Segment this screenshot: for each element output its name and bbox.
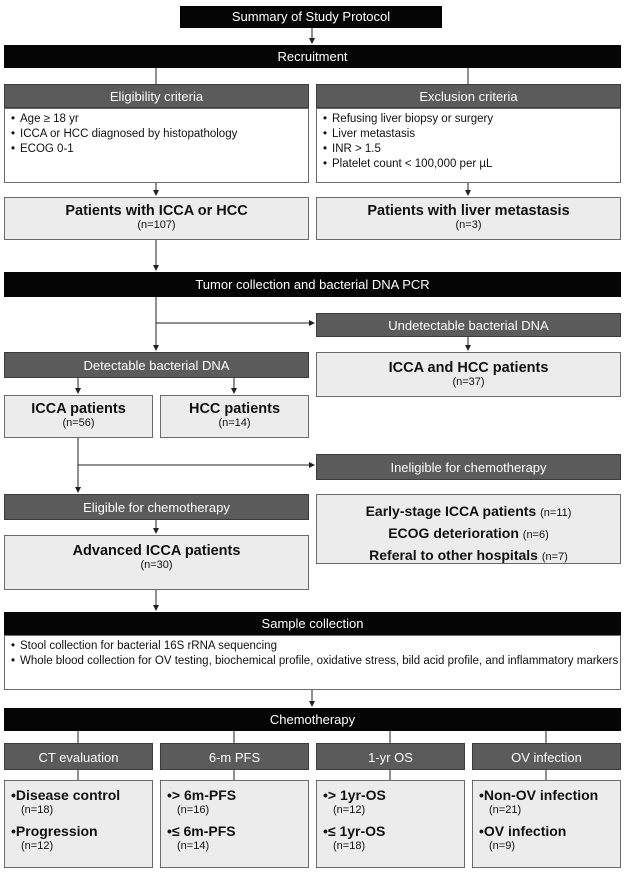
outcome-box-ct: Disease control (n=18) Progression (n=12… — [4, 780, 153, 868]
outcome-header-os: 1-yr OS — [316, 743, 465, 770]
exclusion-item: Platelet count < 100,000 per µL — [323, 157, 620, 172]
outcome-item-label: Disease control — [11, 787, 152, 803]
icca-patients-count: (n=56) — [62, 417, 95, 429]
exclusion-item: Refusing liver biopsy or surgery — [323, 112, 620, 127]
outcome-item-count: (n=12) — [21, 840, 54, 852]
patients-metastasis-box: Patients with liver metastasis (n=3) — [316, 197, 621, 240]
outcome-header-label: 6-m PFS — [208, 750, 261, 765]
hcc-patients-label: HCC patients — [188, 401, 281, 417]
outcome-item-label: Non-OV infection — [479, 787, 620, 803]
eligibility-item: Age ≥ 18 yr — [11, 112, 308, 127]
ineligible-item: Referal to other hospitals (n=7) — [317, 545, 620, 567]
eligible-header-label: Eligible for chemotherapy — [83, 500, 230, 515]
undetectable-label: ICCA and HCC patients — [388, 360, 549, 376]
tumor-collection-label: Tumor collection and bacterial DNA PCR — [195, 277, 430, 292]
ineligible-box: Early-stage ICCA patients (n=11) ECOG de… — [316, 494, 621, 564]
patients-icca-hcc-box: Patients with ICCA or HCC (n=107) — [4, 197, 309, 240]
patients-icca-hcc-label: Patients with ICCA or HCC — [65, 203, 248, 219]
patients-metastasis-count: (n=3) — [455, 219, 482, 231]
ineligible-item-count: (n=6) — [522, 529, 549, 541]
sample-item: Stool collection for bacterial 16S rRNA … — [11, 639, 620, 654]
title-text: Summary of Study Protocol — [231, 9, 391, 24]
outcome-box-ov: Non-OV infection (n=21) OV infection (n=… — [472, 780, 621, 868]
patients-metastasis-label: Patients with liver metastasis — [367, 203, 570, 219]
outcome-box-pfs: > 6m-PFS (n=16) ≤ 6m-PFS (n=14) — [160, 780, 309, 868]
ineligible-item-count: (n=7) — [541, 551, 568, 563]
ineligible-header-label: Ineligible for chemotherapy — [390, 460, 547, 475]
outcome-item-label: > 1yr-OS — [323, 787, 464, 803]
eligibility-header-label: Eligibility criteria — [109, 89, 204, 104]
outcome-item-count: (n=21) — [489, 804, 522, 816]
outcome-item-label: ≤ 1yr-OS — [323, 823, 464, 839]
hcc-patients-box: HCC patients (n=14) — [160, 395, 309, 438]
ineligible-item: ECOG deterioration (n=6) — [317, 523, 620, 545]
outcome-header-label: CT evaluation — [38, 750, 119, 765]
icca-patients-box: ICCA patients (n=56) — [4, 395, 153, 438]
ineligible-item: Early-stage ICCA patients (n=11) — [317, 501, 620, 523]
outcome-item-count: (n=18) — [333, 840, 366, 852]
outcome-item-count: (n=12) — [333, 804, 366, 816]
undetectable-box: ICCA and HCC patients (n=37) — [316, 352, 621, 397]
tumor-collection-bar: Tumor collection and bacterial DNA PCR — [4, 272, 621, 297]
outcome-header-label: 1-yr OS — [368, 750, 413, 765]
outcome-header-label: OV infection — [511, 750, 582, 765]
undetectable-header-label: Undetectable bacterial DNA — [388, 318, 549, 333]
eligible-label: Advanced ICCA patients — [72, 543, 241, 559]
recruitment-bar: Recruitment — [4, 45, 621, 68]
outcome-item-count: (n=16) — [177, 804, 210, 816]
detectable-header: Detectable bacterial DNA — [4, 352, 309, 378]
chemotherapy-label: Chemotherapy — [269, 712, 356, 727]
outcome-item-count: (n=14) — [177, 840, 210, 852]
sample-collection-list: Stool collection for bacterial 16S rRNA … — [4, 635, 621, 690]
sample-collection-bar: Sample collection — [4, 612, 621, 635]
ineligible-item-label: ECOG deterioration — [388, 525, 519, 541]
exclusion-header: Exclusion criteria — [316, 84, 621, 108]
eligible-header: Eligible for chemotherapy — [4, 494, 309, 520]
icca-patients-label: ICCA patients — [31, 401, 126, 417]
sample-collection-label: Sample collection — [261, 616, 364, 631]
outcome-item-count: (n=18) — [21, 804, 54, 816]
exclusion-item: Liver metastasis — [323, 127, 620, 142]
eligibility-header: Eligibility criteria — [4, 84, 309, 108]
ineligible-header: Ineligible for chemotherapy — [316, 454, 621, 480]
outcome-item-label: > 6m-PFS — [167, 787, 308, 803]
eligible-count: (n=30) — [140, 559, 173, 571]
ineligible-item-label: Early-stage ICCA patients — [365, 503, 537, 519]
patients-icca-hcc-count: (n=107) — [137, 219, 176, 231]
ineligible-item-count: (n=11) — [540, 507, 572, 519]
exclusion-header-label: Exclusion criteria — [419, 89, 518, 104]
outcome-header-pfs: 6-m PFS — [160, 743, 309, 770]
outcome-item-label: Progression — [11, 823, 152, 839]
undetectable-count: (n=37) — [452, 376, 485, 388]
exclusion-item: INR > 1.5 — [323, 142, 620, 157]
outcome-header-ov: OV infection — [472, 743, 621, 770]
eligible-box: Advanced ICCA patients (n=30) — [4, 535, 309, 590]
outcome-item-count: (n=9) — [489, 840, 515, 852]
sample-item: Whole blood collection for OV testing, b… — [11, 654, 620, 669]
eligibility-item: ECOG 0-1 — [11, 142, 308, 157]
outcome-header-ct: CT evaluation — [4, 743, 153, 770]
undetectable-header: Undetectable bacterial DNA — [316, 313, 621, 337]
chemotherapy-bar: Chemotherapy — [4, 708, 621, 731]
outcome-item-label: OV infection — [479, 823, 620, 839]
outcome-box-os: > 1yr-OS (n=12) ≤ 1yr-OS (n=18) — [316, 780, 465, 868]
eligibility-list: Age ≥ 18 yr ICCA or HCC diagnosed by his… — [4, 108, 309, 183]
eligibility-item: ICCA or HCC diagnosed by histopathology — [11, 127, 308, 142]
page-title: Summary of Study Protocol — [180, 6, 442, 28]
outcome-item-label: ≤ 6m-PFS — [167, 823, 308, 839]
detectable-header-label: Detectable bacterial DNA — [83, 358, 230, 373]
recruitment-label: Recruitment — [277, 49, 348, 64]
exclusion-list: Refusing liver biopsy or surgery Liver m… — [316, 108, 621, 183]
hcc-patients-count: (n=14) — [218, 417, 251, 429]
ineligible-item-label: Referal to other hospitals — [369, 547, 538, 563]
